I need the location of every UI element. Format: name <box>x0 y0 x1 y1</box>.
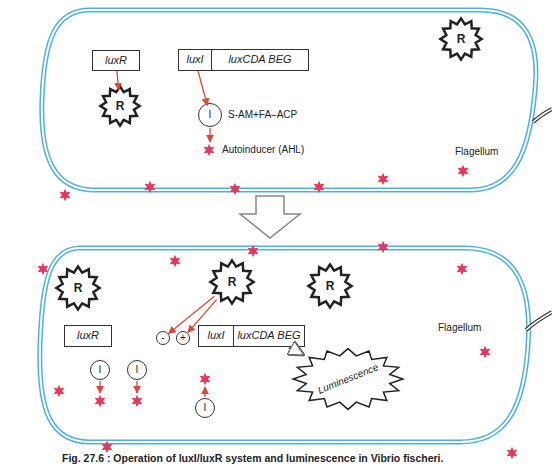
cell-membrane <box>40 248 529 442</box>
node-text: - <box>161 333 164 344</box>
shape-outline <box>56 266 99 309</box>
expression-arrow <box>289 347 303 355</box>
node-text: luxR <box>105 55 127 67</box>
protein-star: R <box>440 18 482 60</box>
regulation-arrow <box>188 300 217 333</box>
shape-outline <box>210 260 253 303</box>
node-text: R <box>116 100 125 113</box>
cell-membrane-inner <box>40 248 529 442</box>
node-text: luxR <box>77 330 99 342</box>
luminescence-burst: Luminescence <box>292 348 404 410</box>
autoinducer <box>457 263 468 276</box>
synthesis-arrow <box>204 387 205 397</box>
molecule-circle: + <box>176 331 190 345</box>
node-text: I <box>99 365 102 376</box>
node-text: + <box>180 333 186 344</box>
flagellum <box>526 312 552 330</box>
transition-arrow <box>240 196 300 238</box>
gene-box: luxCDA BEG <box>233 325 305 347</box>
annotation-label: Flagellum <box>455 146 498 157</box>
autoinducer <box>132 395 143 408</box>
annotation-label: Autoinducer (AHL) <box>222 144 304 155</box>
autoinducer <box>204 144 215 157</box>
node-text: luxCDA BEG <box>237 330 300 342</box>
autoinducer <box>480 346 491 359</box>
node-text: I <box>204 403 207 414</box>
molecule-circle: - <box>156 331 170 345</box>
shape-outline <box>308 264 351 307</box>
autoinducer <box>60 189 71 202</box>
regulation-arrow <box>198 71 207 105</box>
protein-star: R <box>56 266 100 310</box>
flagellum-inner <box>526 312 552 330</box>
molecule-circle: I <box>195 398 215 418</box>
annotation-label: S-AM+FA–ACP <box>228 109 297 120</box>
cell-membrane <box>42 10 536 190</box>
autoinducer <box>145 181 156 194</box>
autoinducer <box>200 373 211 386</box>
autoinducer <box>95 395 106 408</box>
shape-outline <box>293 349 403 410</box>
gene-box: luxR <box>64 325 112 347</box>
protein-star: R <box>308 264 352 308</box>
gene-box: luxI <box>178 49 212 71</box>
protein-star: R <box>210 260 254 304</box>
molecule-circle: I <box>127 360 147 380</box>
autoinducer <box>102 441 113 454</box>
autoinducer <box>248 245 259 258</box>
annotation-label: Flagellum <box>438 322 481 333</box>
node-text: R <box>228 276 237 289</box>
molecule-circle: I <box>90 360 110 380</box>
synthesis-arrow <box>209 128 210 142</box>
autoinducer <box>378 241 389 254</box>
autoinducer <box>378 173 389 186</box>
node-text: luxI <box>207 330 224 342</box>
node-text: I <box>136 365 139 376</box>
autoinducer <box>507 447 518 460</box>
flagellum-inner <box>533 109 552 122</box>
autoinducer <box>170 255 181 268</box>
figure-caption: Fig. 27.6 : Operation of luxI/luxR syste… <box>62 452 443 464</box>
molecule-circle: I <box>198 103 222 127</box>
gene-box: luxCDA BEG <box>211 49 309 71</box>
autoinducer <box>230 183 241 196</box>
node-text: luxCDA BEG <box>228 54 291 66</box>
node-text: R <box>457 33 466 46</box>
autoinducer <box>458 165 469 178</box>
autoinducer <box>314 181 325 194</box>
protein-star: R <box>100 86 140 126</box>
shape-outline <box>100 86 139 125</box>
flagellum <box>533 109 552 122</box>
autoinducer <box>54 385 65 398</box>
gene-box: luxI <box>198 325 234 347</box>
cell-membrane-inner <box>42 10 536 190</box>
shape-outline <box>440 18 481 59</box>
autoinducer <box>38 263 49 276</box>
regulation-arrow <box>117 71 119 90</box>
synthesis-arrow <box>136 381 137 393</box>
node-text: R <box>74 282 83 295</box>
gene-box: luxR <box>92 50 140 71</box>
node-text: luxI <box>186 54 203 66</box>
node-text: I <box>209 110 212 121</box>
synthesis-arrow <box>99 381 100 393</box>
node-text: R <box>326 280 335 293</box>
